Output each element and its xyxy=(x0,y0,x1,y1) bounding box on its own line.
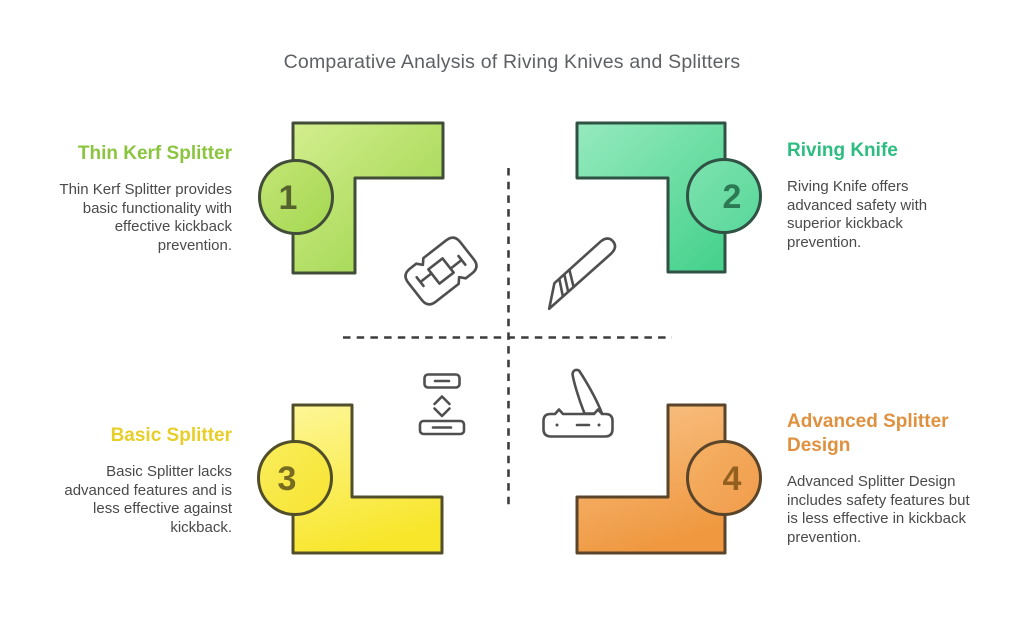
diagram-title: Comparative Analysis of Riving Knives an… xyxy=(283,51,741,73)
quadrant-3-title: Basic Splitter xyxy=(110,425,232,446)
quadrant-4-description: Advanced Splitter Design includes safety… xyxy=(787,473,970,546)
quadrant-1-number-badge xyxy=(258,159,334,235)
quadrant-2-text-block: Riving Knife Riving Knife offers advance… xyxy=(787,139,949,252)
quadrant-3-description: Basic Splitter lacks advanced features a… xyxy=(64,463,232,536)
pocket-knife-icon xyxy=(542,368,614,438)
spacing-bars-icon xyxy=(418,373,466,436)
quadrant-4-number-badge xyxy=(686,440,762,516)
quadrant-3-number: 3 xyxy=(278,460,297,498)
quadrant-4-title: Advanced Splitter Design xyxy=(787,411,949,456)
quadrant-3-number-badge xyxy=(257,440,333,516)
quadrant-3-shape: 3 xyxy=(257,403,444,555)
quadrant-4-shape: 4 xyxy=(575,403,762,555)
quadrant-1-title: Thin Kerf Splitter xyxy=(77,143,232,164)
razor-blade-icon xyxy=(404,236,478,306)
quadrant-1-shape: 1 xyxy=(258,121,445,275)
quadrant-2-number-badge xyxy=(686,158,762,234)
quadrant-2-shape: 2 xyxy=(575,121,762,274)
quadrant-1-number: 1 xyxy=(279,179,298,217)
quadrant-2-number: 2 xyxy=(723,178,742,216)
quadrant-4-number: 4 xyxy=(723,460,742,498)
quadrant-2-description: Riving Knife offers advanced safety with… xyxy=(787,178,928,251)
quadrant-4-text-block: Advanced Splitter Design Advanced Splitt… xyxy=(787,410,979,547)
quadrant-3-text-block: Basic Splitter Basic Splitter lacks adva… xyxy=(46,424,232,537)
scalpel-icon xyxy=(547,237,617,311)
quadrant-1-description: Thin Kerf Splitter provides basic functi… xyxy=(59,181,232,254)
quadrant-2-title: Riving Knife xyxy=(787,140,898,161)
quadrant-1-text-block: Thin Kerf Splitter Thin Kerf Splitter pr… xyxy=(46,142,232,255)
